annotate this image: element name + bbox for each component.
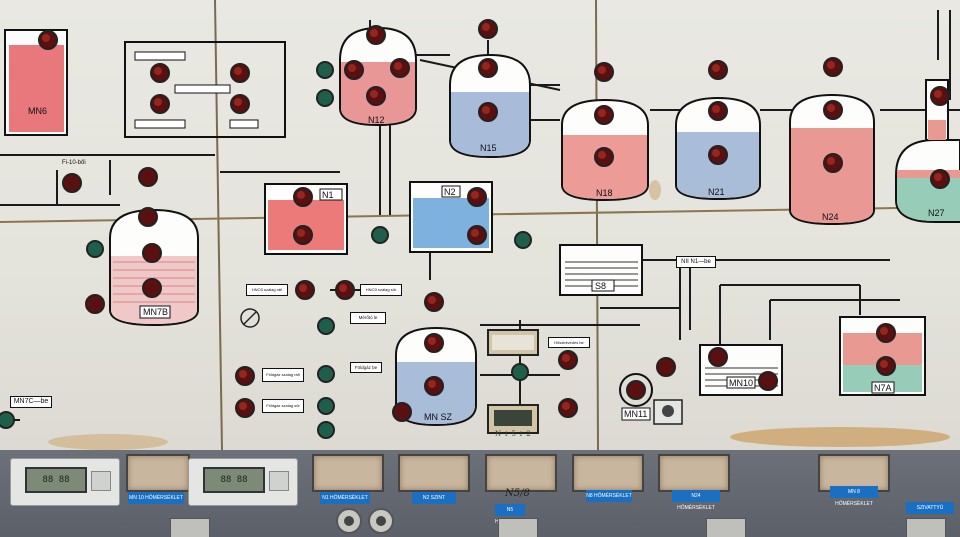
tank-n21-label: N21	[708, 187, 725, 197]
cover-plate-5	[658, 454, 730, 492]
tag-hpkt: Hőszintvédés be	[548, 337, 590, 348]
tank-n12-label: N12	[368, 115, 385, 125]
tank-n2-label: N2	[444, 187, 456, 197]
tank-s8: S8	[559, 244, 643, 296]
socket-4	[906, 518, 946, 537]
label-n5: N5 HŐMÉRSÉKLET	[495, 504, 533, 525]
tag-fold1: Földgáz szalag ráfi	[262, 368, 304, 382]
meter-1-display: 88 88	[25, 467, 87, 493]
tank-mn11-label: MN11	[624, 409, 647, 419]
socket-2	[498, 518, 538, 537]
mimic-panel: MN6 N12 N15 N	[0, 0, 960, 450]
tank-n7a-label: N7A	[874, 383, 892, 393]
socket-1	[170, 518, 210, 537]
tank-mn7b-label: MN7B	[143, 307, 168, 317]
tank-s8-label: S8	[595, 281, 606, 291]
tank-mn6-label: MN6	[28, 106, 47, 116]
tank-mn6: MN6	[4, 29, 68, 136]
tank-n27-label: N27	[928, 208, 945, 218]
selector-switch-2[interactable]	[368, 508, 394, 534]
label-pump: SZIVATTYÚ	[906, 502, 954, 514]
label-n2: N2 SZINT	[412, 492, 456, 504]
cover-plate-0	[126, 454, 190, 492]
tank-n27: N27	[895, 79, 960, 223]
tag-fold3: Földgáz be	[350, 362, 382, 373]
tag-scrawl: N ↓ 5 ↓ 2	[495, 430, 531, 438]
tag-nii: NII N1—be	[676, 256, 716, 268]
tank-mn10-label: MN10	[729, 378, 753, 388]
label-n1: N1 HŐMÉRSÉKLET	[320, 492, 370, 504]
digital-meter-2: 88 88	[188, 458, 298, 506]
label-n24: N24 HŐMÉRSÉKLET	[672, 490, 720, 511]
tank-n1-label: N1	[322, 190, 334, 200]
cover-plate-2	[398, 454, 470, 492]
meter-2-display: 88 88	[203, 467, 265, 493]
tag-merito: Mérőtó le	[350, 312, 386, 324]
tank-mnsz-label: MN SZ	[424, 412, 453, 422]
cover-plate-1	[312, 454, 384, 492]
tank-n18-label: N18	[596, 188, 613, 198]
cover-plate-3	[485, 454, 557, 492]
tank-n15-label: N15	[480, 143, 497, 153]
tank-n24-label: N24	[822, 212, 839, 222]
digital-meter-1: 88 88	[10, 458, 120, 506]
tank-mn11: MN11	[619, 373, 653, 421]
selector-switch-1[interactable]	[336, 508, 362, 534]
handwritten-note: N5/8	[505, 488, 530, 499]
cover-plate-4	[572, 454, 644, 492]
tag-hno3: HNO3 szálag ráfi	[246, 284, 288, 296]
process-diagram: MN6 N12 N15 N	[0, 0, 960, 450]
tag-fold2: Földgáz szalag sűr	[262, 399, 304, 413]
instrument-cabinet: 88 88 88 88 MN 10 HŐMÉRSÉKLET N1 HŐMÉRSÉ…	[0, 450, 960, 537]
label-n8: N8 HŐMÉRSÉKLET	[586, 490, 632, 502]
meter-2-knob[interactable]	[269, 471, 289, 491]
tag-mn7c: MN7C—be	[10, 396, 52, 408]
indicator-lamps	[0, 19, 950, 439]
label-mn10: MN 10 HŐMÉRSÉKLET	[128, 492, 184, 504]
socket-3	[706, 518, 746, 537]
label-mn8: MN 8 HŐMÉRSÉKLET	[830, 486, 878, 507]
tag-fi10: Fi-10-bői	[62, 160, 86, 166]
tank-mn7b: MN7B	[109, 208, 199, 327]
meter-1-knob[interactable]	[91, 471, 111, 491]
tag-hno3b: HNO3 szálag sűr	[360, 284, 402, 296]
